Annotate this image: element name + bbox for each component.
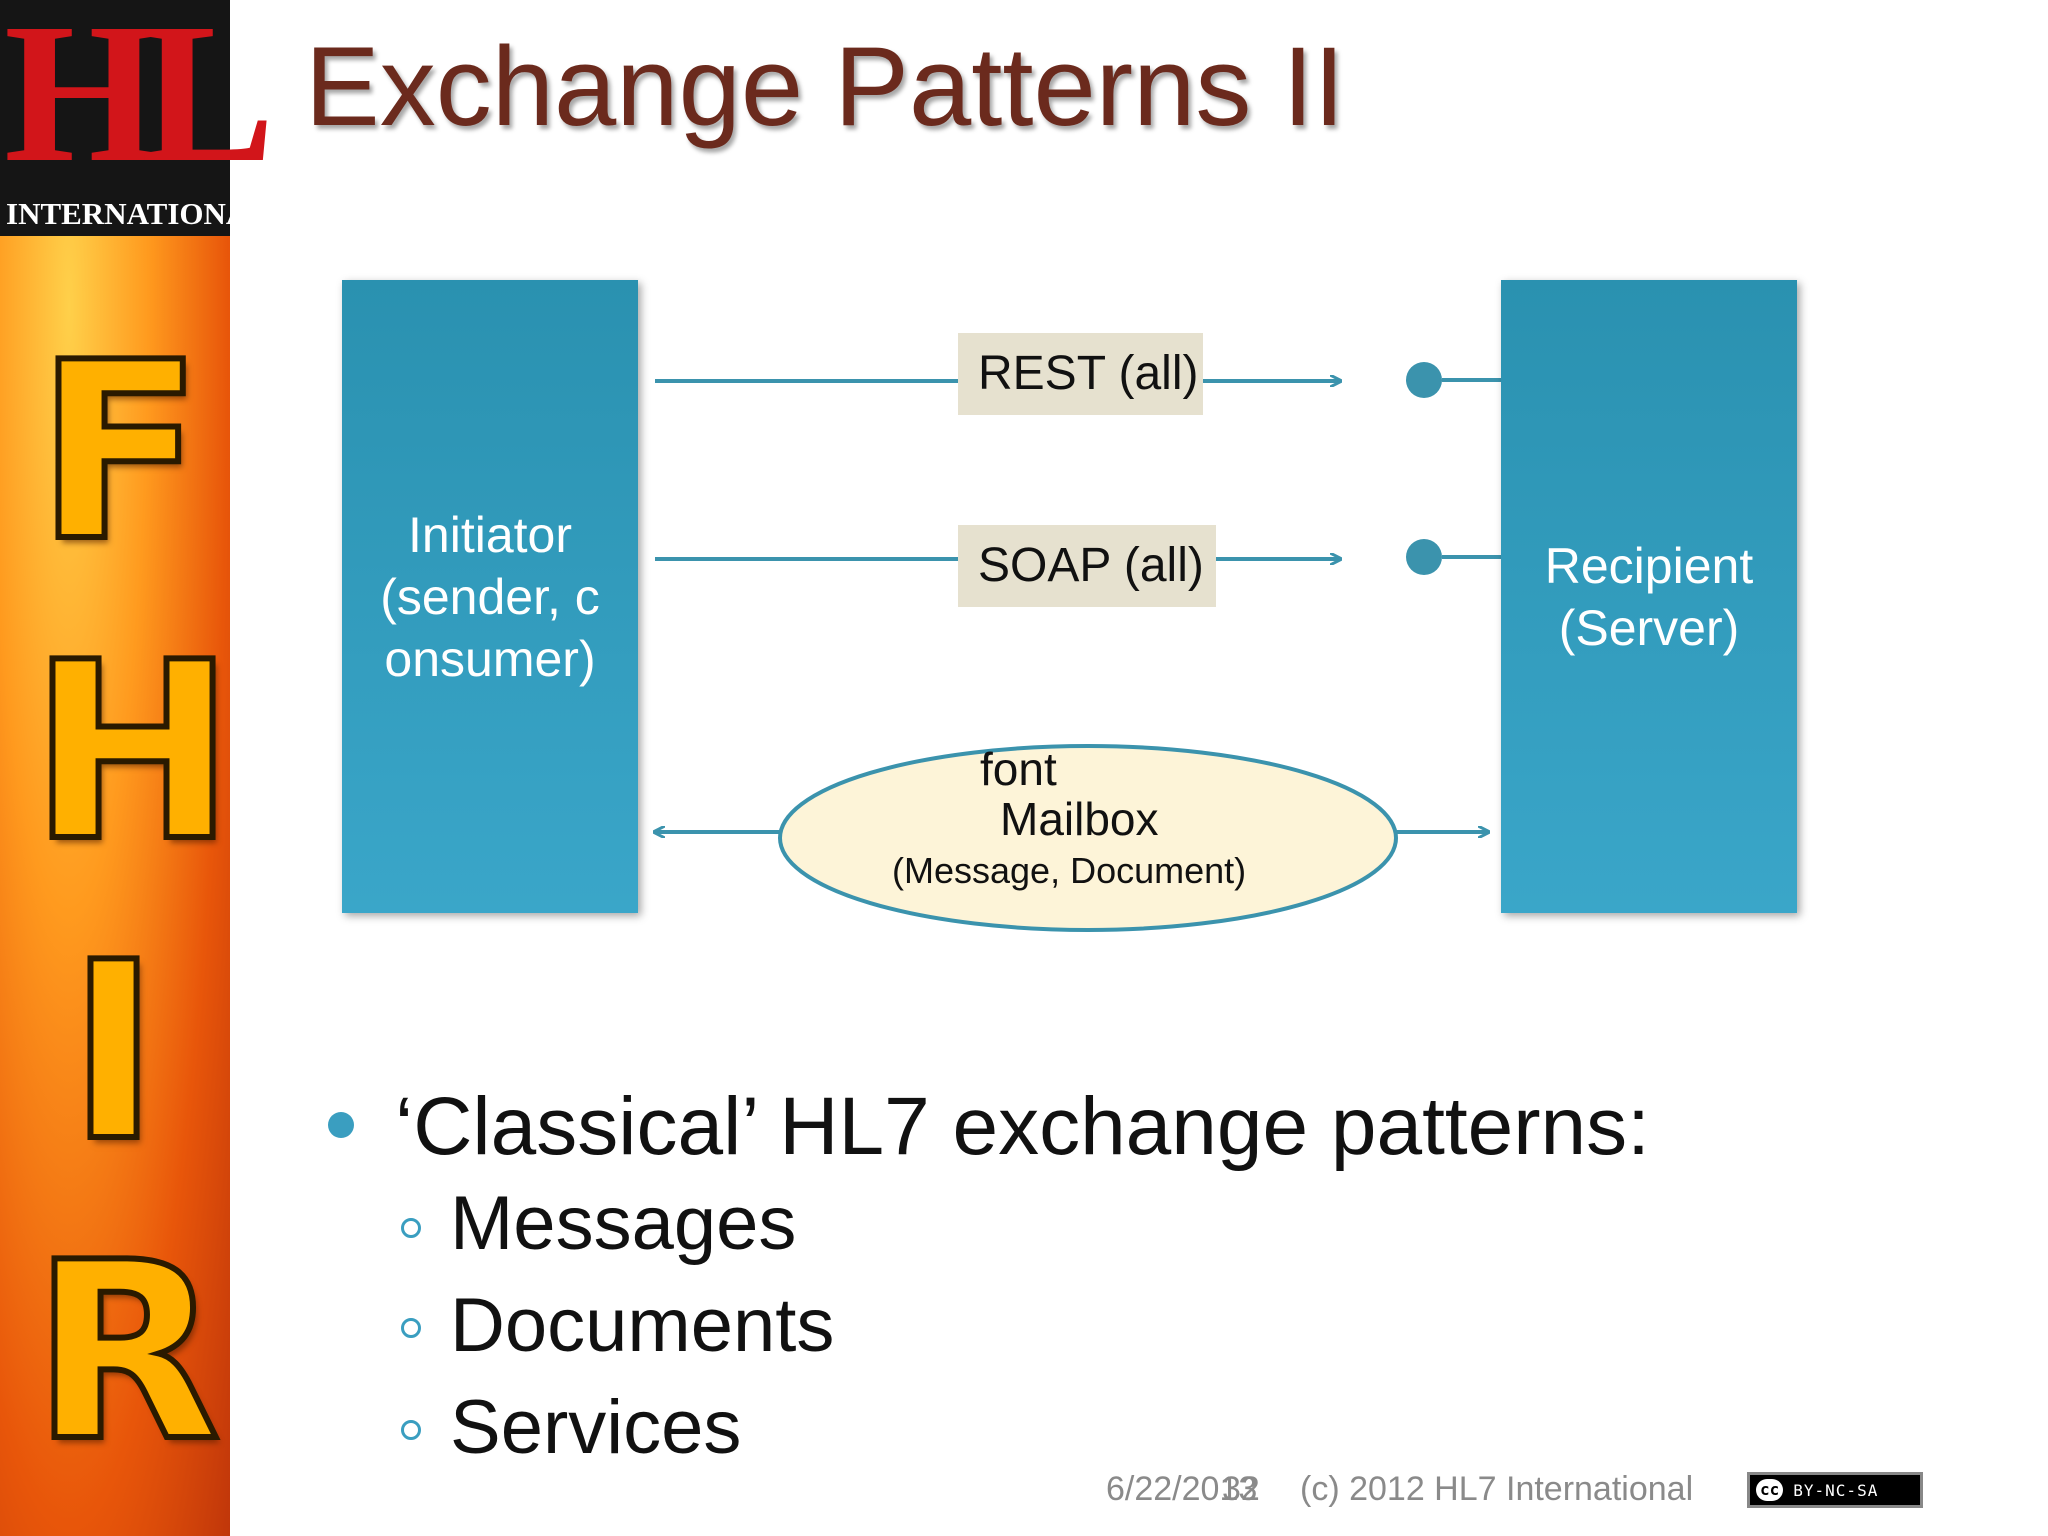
recipient-line-1: Recipient bbox=[1544, 537, 1754, 594]
recipient-box: Recipient (Server) bbox=[1501, 280, 1797, 913]
rest-label: REST (all) bbox=[958, 333, 1203, 415]
sub-bullet-icon bbox=[401, 1420, 421, 1440]
hl7-logo-international: INTERNATIONAL bbox=[6, 196, 269, 231]
sub-item-messages: Messages bbox=[450, 1181, 797, 1266]
sub-item-services: Services bbox=[450, 1385, 742, 1470]
fhir-letter-h: H bbox=[27, 610, 238, 895]
sub-item-documents: Documents bbox=[450, 1283, 835, 1368]
cc-icon: cc bbox=[1756, 1479, 1784, 1501]
slide-title: Exchange Patterns II bbox=[305, 24, 1345, 149]
footer-date: 6/22/2013 bbox=[1106, 1470, 1258, 1508]
footer-copyright: (c) 2012 HL7 International bbox=[1300, 1470, 1694, 1508]
soap-label: SOAP (all) bbox=[958, 525, 1216, 607]
mailbox-oval bbox=[778, 744, 1398, 932]
cc-license-badge: cc BY-NC-SA bbox=[1747, 1472, 1923, 1508]
bullet-main: ‘Classical’ HL7 exchange patterns: bbox=[395, 1081, 1650, 1172]
footer-slide-number: 32 bbox=[1222, 1470, 1260, 1508]
mailbox-font-text: font bbox=[980, 743, 1057, 795]
cc-license-text: BY-NC-SA bbox=[1793, 1480, 1879, 1500]
mailbox-title: Mailbox bbox=[1000, 793, 1159, 845]
bullet-dot bbox=[328, 1112, 354, 1138]
mailbox-subtitle: (Message, Document) bbox=[892, 850, 1247, 891]
sub-bullet-icon bbox=[401, 1318, 421, 1338]
sub-bullet-icon bbox=[401, 1218, 421, 1238]
fhir-letter-f: F bbox=[33, 310, 206, 595]
rest-endpoint bbox=[1406, 362, 1442, 398]
fhir-letter-r: R bbox=[29, 1210, 224, 1495]
initiator-line-2: (sender, c bbox=[380, 568, 600, 625]
soap-endpoint bbox=[1406, 539, 1442, 575]
initiator-line-3: onsumer) bbox=[384, 630, 596, 687]
recipient-line-2: (Server) bbox=[1558, 599, 1740, 656]
initiator-box: Initiator (sender, c onsumer) bbox=[342, 280, 638, 913]
fhir-letter-i: I bbox=[65, 910, 162, 1195]
initiator-line-1: Initiator bbox=[408, 506, 572, 563]
